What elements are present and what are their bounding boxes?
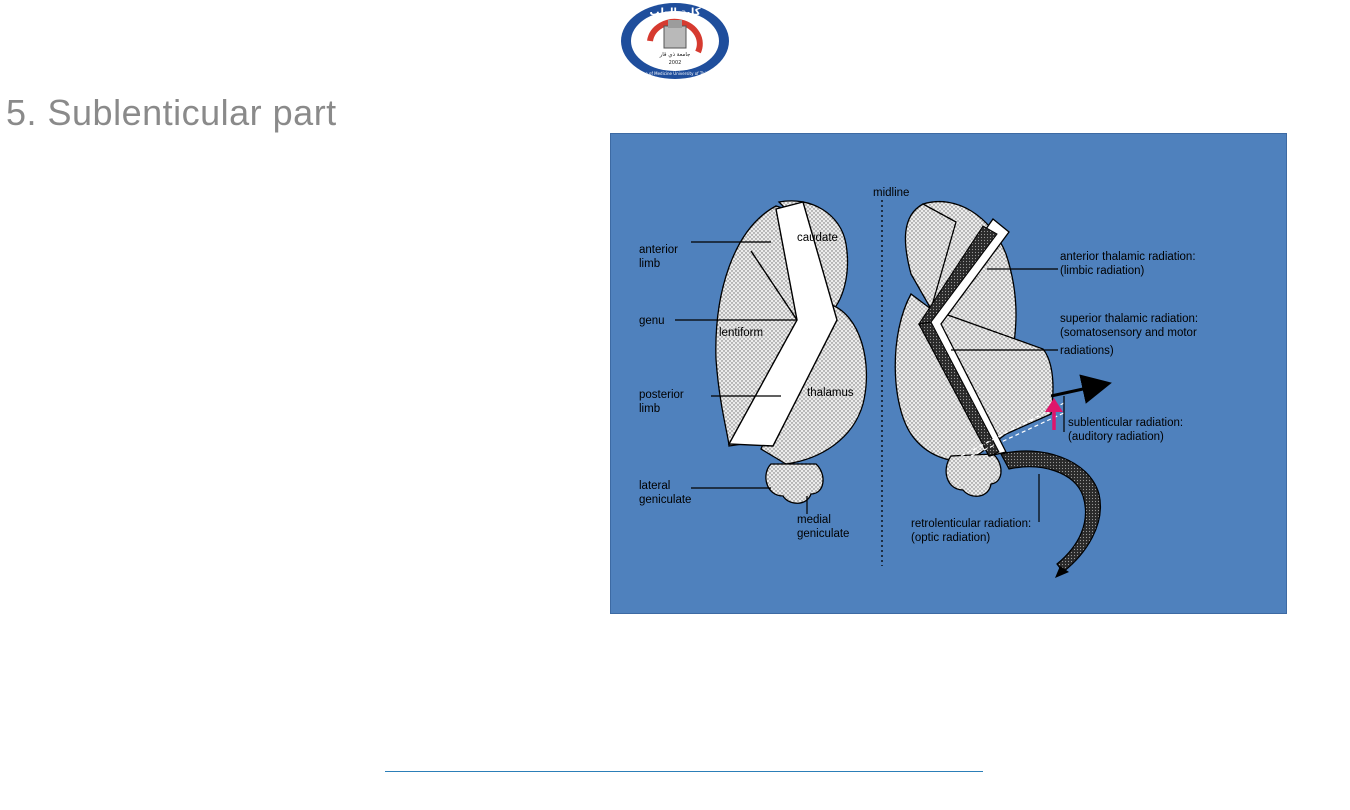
label-superior-thalamic-1: superior thalamic radiation: [1060,313,1198,325]
label-superior-thalamic-3: radiations) [1060,345,1114,357]
label-anterior-thalamic-2: (limbic radiation) [1060,265,1145,277]
label-anterior-thalamic-1: anterior thalamic radiation: [1060,251,1196,263]
label-medial-geniculate-2: geniculate [797,528,849,540]
right-hemisphere [894,200,1112,578]
geniculate-right [945,453,1002,497]
label-sublenticular-1: sublenticular radiation: [1068,417,1183,429]
label-retrolenticular-1: retrolenticular radiation: [911,518,1031,530]
logo-arabic-center: جامعة ذي قار [659,52,691,58]
logo-ring-text: College of Medicine University of Thi - … [633,71,718,76]
logo-year: 2002 [669,60,682,66]
label-posterior-limb-1: posterior [639,389,684,401]
label-superior-thalamic-2: (somatosensory and motor [1060,327,1197,339]
label-caudate: caudate [797,232,838,244]
label-anterior-limb-1: anterior [639,244,678,256]
label-lateral-geniculate-2: geniculate [639,494,691,506]
label-anterior-limb-2: limb [639,258,660,270]
left-hemisphere [715,200,868,504]
thalamus-left [760,303,868,465]
geniculate-left [765,463,824,504]
sublenticular-highlight-arrow [1045,398,1063,430]
college-logo-seal: كلية الطب جامعة ذي قار 2002 College of M… [621,3,729,79]
label-thalamus: thalamus [807,387,854,399]
label-retrolenticular-2: (optic radiation) [911,532,990,544]
college-logo: كلية الطب جامعة ذي قار 2002 College of M… [620,2,730,80]
internal-capsule-diagram: midline anterior limb genu posterior [610,133,1287,614]
internal-capsule-diagram-svg: midline anterior limb genu posterior [611,134,1286,613]
right-labels: anterior thalamic radiation: (limbic rad… [911,251,1198,544]
label-lentiform: lentiform [719,327,763,339]
label-medial-geniculate-1: medial [797,514,831,526]
footer-divider [385,771,983,772]
logo-arabic-top: كلية الطب [649,7,700,18]
label-sublenticular-2: (auditory radiation) [1068,431,1164,443]
label-posterior-limb-2: limb [639,403,660,415]
label-lateral-geniculate-1: lateral [639,480,670,492]
slide-title: 5. Sublenticular part [6,92,337,133]
label-genu: genu [639,315,665,327]
label-midline: midline [873,187,909,199]
left-labels: anterior limb genu posterior limb latera… [639,232,854,540]
